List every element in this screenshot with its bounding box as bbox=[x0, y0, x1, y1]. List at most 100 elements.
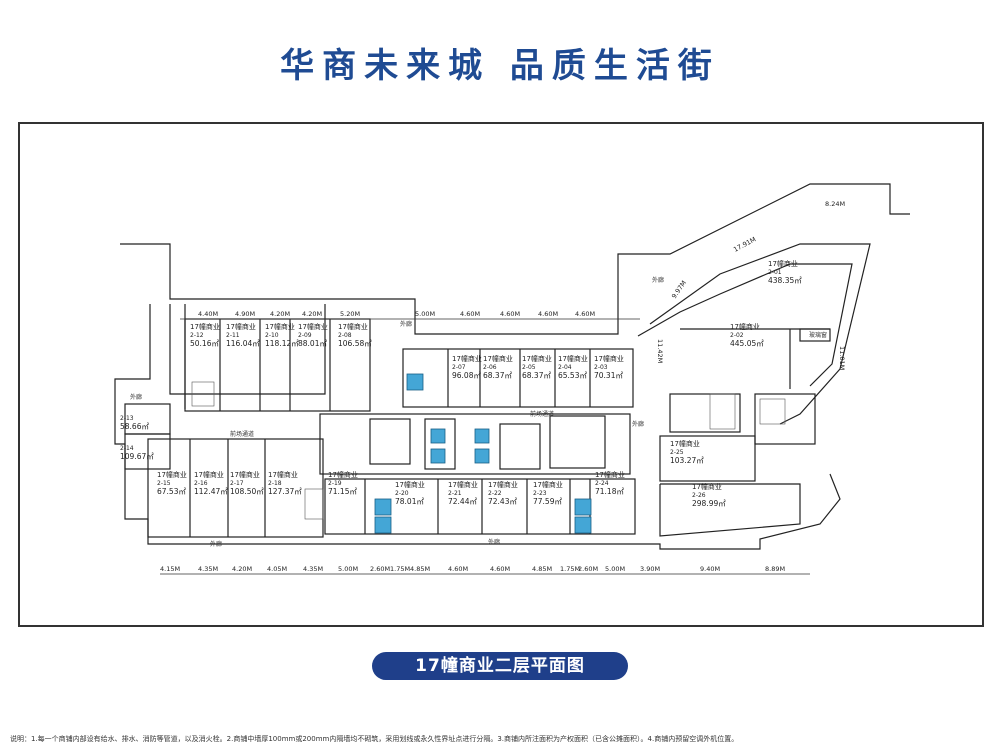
unit-unit-area: 127.37㎡ bbox=[268, 487, 302, 496]
dimension-label: 4.85M bbox=[410, 565, 430, 573]
unit-unit-name: 17幢商业 bbox=[483, 354, 513, 363]
dimension-label: 4.20M bbox=[270, 310, 290, 318]
dimension-label: 1.75M bbox=[390, 565, 410, 573]
unit-unit-area: 77.59㎡ bbox=[533, 497, 562, 506]
unit-unit-no: 2-21 bbox=[448, 490, 462, 497]
unit-unit-area: 103.27㎡ bbox=[670, 456, 704, 465]
unit-unit-area: 445.05㎡ bbox=[730, 339, 764, 348]
corridor-left-label: 外廊 bbox=[210, 540, 222, 548]
window-label: 玻璃窗 bbox=[809, 331, 827, 339]
unit-unit-name: 17幢商业 bbox=[194, 470, 224, 479]
unit-unit-name: 17幢商业 bbox=[670, 439, 700, 448]
floor-plan: 17幢商业2-1250.16㎡17幢商业2-11116.04㎡17幢商业2-10… bbox=[114, 183, 910, 575]
dimension-label: 4.60M bbox=[575, 310, 595, 318]
unit-unit-area: 112.47㎡ bbox=[194, 487, 228, 496]
unit-unit-name: 17幢商业 bbox=[730, 322, 760, 331]
unit-unit-no: 2-03 bbox=[594, 364, 608, 371]
unit-unit-area: 106.58㎡ bbox=[338, 339, 372, 348]
corridor-right-label: 外廊 bbox=[632, 420, 644, 428]
corridor-bottom-label: 外廊 bbox=[488, 538, 500, 546]
unit-unit-no: 2-01 bbox=[768, 269, 782, 276]
unit-unit-area: 50.16㎡ bbox=[190, 339, 219, 348]
dimension-label: 4.60M bbox=[538, 310, 558, 318]
unit-unit-area: 438.35㎡ bbox=[768, 276, 802, 285]
dimension-label: 17.91M bbox=[732, 235, 757, 253]
unit-unit-area: 68.37㎡ bbox=[483, 371, 512, 380]
dimension-label: 4.60M bbox=[490, 565, 510, 573]
dimension-label: 4.20M bbox=[232, 565, 252, 573]
unit-unit-area: 68.37㎡ bbox=[522, 371, 551, 380]
dimension-label: 5.00M bbox=[605, 565, 625, 573]
corridor-ne-label: 外廊 bbox=[652, 276, 664, 284]
unit-unit-name: 17幢商业 bbox=[226, 322, 256, 331]
unit-unit-area: 71.15㎡ bbox=[328, 487, 357, 496]
unit-unit-name: 17幢商业 bbox=[558, 354, 588, 363]
unit-unit-name: 17幢商业 bbox=[488, 480, 518, 489]
unit-unit-name: 17幢商业 bbox=[190, 322, 220, 331]
unit-unit-no: 2-16 bbox=[194, 480, 208, 487]
dimension-label: 2.60M bbox=[370, 565, 390, 573]
dimension-label: 9.97M bbox=[670, 279, 688, 300]
dimension-label: 4.85M bbox=[532, 565, 552, 573]
dimension-label: 4.20M bbox=[302, 310, 322, 318]
headline: 华商未来城 品质生活街 bbox=[280, 46, 720, 86]
unit-unit-no: 2-22 bbox=[488, 490, 502, 497]
dimension-label: 4.60M bbox=[460, 310, 480, 318]
unit-unit-no: 2-11 bbox=[226, 332, 240, 339]
dimension-label: 4.40M bbox=[198, 310, 218, 318]
unit-unit-no: 2-13 bbox=[120, 415, 134, 422]
unit-unit-no: 2-08 bbox=[338, 332, 352, 339]
unit-unit-no: 2-02 bbox=[730, 332, 744, 339]
unit-unit-no: 2-18 bbox=[268, 480, 282, 487]
dimension-label: 1.75M bbox=[560, 565, 580, 573]
unit-unit-name: 17幢商业 bbox=[157, 470, 187, 479]
dimension-label: 4.35M bbox=[303, 565, 323, 573]
unit-unit-no: 2-19 bbox=[328, 480, 342, 487]
unit-unit-no: 2-07 bbox=[452, 364, 466, 371]
unit-unit-name: 17幢商业 bbox=[268, 470, 298, 479]
unit-unit-area: 72.43㎡ bbox=[488, 497, 517, 506]
dimension-label: 4.35M bbox=[198, 565, 218, 573]
unit-unit-no: 2-20 bbox=[395, 490, 409, 497]
unit-unit-name: 17幢商业 bbox=[448, 480, 478, 489]
hall-right-label: 前场通道 bbox=[530, 410, 554, 418]
unit-unit-no: 2-10 bbox=[265, 332, 279, 339]
unit-unit-no: 2-06 bbox=[483, 364, 497, 371]
hall-left-label: 前场通道 bbox=[230, 430, 254, 438]
unit-unit-no: 2-04 bbox=[558, 364, 572, 371]
dimension-label: 5.00M bbox=[338, 565, 358, 573]
plan-title-badge: 17幢商业二层平面图 bbox=[372, 652, 628, 680]
unit-unit-area: 298.99㎡ bbox=[692, 499, 726, 508]
unit-unit-area: 96.08㎡ bbox=[452, 371, 481, 380]
unit-unit-no: 2-15 bbox=[157, 480, 171, 487]
unit-unit-no: 2-12 bbox=[190, 332, 204, 339]
dimension-label: 5.20M bbox=[340, 310, 360, 318]
unit-unit-area: 58.66㎡ bbox=[120, 422, 149, 431]
unit-unit-area: 72.44㎡ bbox=[448, 497, 477, 506]
unit-unit-name: 17幢商业 bbox=[265, 322, 295, 331]
unit-unit-no: 2-25 bbox=[670, 449, 684, 456]
unit-unit-no: 2-09 bbox=[298, 332, 312, 339]
unit-unit-area: 78.01㎡ bbox=[395, 497, 424, 506]
unit-unit-area: 70.31㎡ bbox=[594, 371, 623, 380]
unit-unit-name: 17幢商业 bbox=[692, 482, 722, 491]
unit-unit-area: 118.12㎡ bbox=[265, 339, 299, 348]
plan-notes: 说明：1.每一个商铺内部设有给水、排水、消防等管道，以及消火栓。2.商铺中墙厚1… bbox=[10, 735, 739, 743]
unit-unit-name: 17幢商业 bbox=[452, 354, 482, 363]
unit-unit-name: 17幢商业 bbox=[595, 470, 625, 479]
unit-unit-name: 17幢商业 bbox=[594, 354, 624, 363]
dimension-label: 5.00M bbox=[415, 310, 435, 318]
unit-unit-area: 109.67㎡ bbox=[120, 452, 154, 461]
dimension-label: 4.60M bbox=[448, 565, 468, 573]
unit-unit-no: 2-17 bbox=[230, 480, 244, 487]
unit-unit-name: 17幢商业 bbox=[522, 354, 552, 363]
unit-unit-no: 2-14 bbox=[120, 445, 134, 452]
dimension-label: 11.42M bbox=[656, 339, 664, 363]
corridor-e-label: 外廊 bbox=[130, 393, 142, 401]
unit-unit-area: 67.53㎡ bbox=[157, 487, 186, 496]
dimension-label: 4.15M bbox=[160, 565, 180, 573]
dimension-label: 3.90M bbox=[640, 565, 660, 573]
dimension-label: 8.24M bbox=[825, 200, 845, 208]
dimension-label: 8.89M bbox=[765, 565, 785, 573]
